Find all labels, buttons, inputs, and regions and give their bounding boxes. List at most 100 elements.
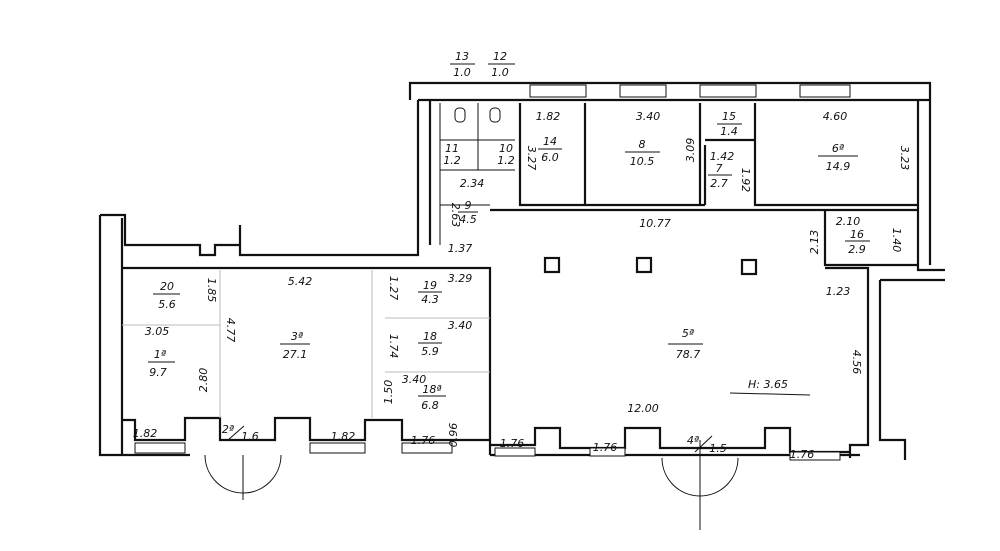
room-number: 12 xyxy=(493,50,507,63)
room-area: 27.1 xyxy=(283,348,308,361)
room-6a: 6ª 14.9 xyxy=(818,142,858,173)
dimension: 3.23 xyxy=(898,146,911,171)
room-18: 185.9 xyxy=(418,330,442,358)
dimension: 1.82 xyxy=(331,430,356,443)
room-number: 2ª xyxy=(222,423,234,436)
dimension: 0.96 xyxy=(447,423,460,448)
room-area: 2.9 xyxy=(848,243,866,256)
dimension: 1.76 xyxy=(411,434,436,447)
room-number: 8 xyxy=(639,138,646,151)
room-8: 810.5 xyxy=(625,138,660,168)
dimension: 3.40 xyxy=(448,319,473,332)
room-number: 1ª xyxy=(154,348,166,361)
dimension: 5.42 xyxy=(288,275,313,288)
dimension: 2.80 xyxy=(197,368,210,393)
room-number: 19 xyxy=(423,279,437,292)
room-number: 18 xyxy=(423,330,437,343)
dimension: 4.56 xyxy=(850,350,863,375)
dimension: 4.60 xyxy=(823,110,848,123)
room-labels: 131.0 121.0 111.2 101.2 146.0 810.5 151.… xyxy=(148,50,870,455)
room-area: 14.9 xyxy=(826,160,851,173)
room-number: 3ª xyxy=(291,330,303,343)
dimension: 2.13 xyxy=(808,230,821,255)
room-area: 1.0 xyxy=(491,66,509,79)
room-7: 72.7 xyxy=(708,162,732,190)
room-area: 4.3 xyxy=(421,293,439,306)
room-area: 78.7 xyxy=(676,348,701,361)
room-area: 2.7 xyxy=(710,177,728,190)
room-14: 146.0 xyxy=(538,135,562,164)
dimension: 2.63 xyxy=(449,203,462,228)
room-number: 14 xyxy=(543,135,557,148)
room-area: 6.8 xyxy=(421,399,439,412)
dimension-labels: 1.82 3.40 4.60 3.09 3.23 3.27 1.42 1.92 … xyxy=(133,110,911,461)
dimension: 2.34 xyxy=(460,177,485,190)
room-number: 10 xyxy=(499,142,513,155)
dimension: 12.00 xyxy=(627,402,659,415)
dimension: 1.50 xyxy=(382,380,395,405)
dimension: 1.74 xyxy=(387,334,400,359)
room-16: 162.9 xyxy=(845,228,870,256)
room-area: 5.6 xyxy=(158,298,176,311)
dimension: 1.85 xyxy=(205,278,218,303)
ceiling-height-label: H: 3.65 xyxy=(729,378,811,396)
height-text: H: 3.65 xyxy=(748,378,788,391)
room-5a: 5ª 78.7 xyxy=(668,327,703,361)
room-13: 131.0 xyxy=(450,50,475,79)
room-number: 18ª xyxy=(422,383,441,396)
dimension: 1.42 xyxy=(710,150,735,163)
room-number: 13 xyxy=(455,50,469,63)
room-1a: 1ª9.7 xyxy=(148,348,175,379)
dimension: 1.23 xyxy=(826,285,851,298)
room-number: 7 xyxy=(716,162,723,175)
dimension: 1.76 xyxy=(790,448,815,461)
room-area: 9.7 xyxy=(149,366,167,379)
dimension: 10.77 xyxy=(639,217,671,230)
dimension: 1.37 xyxy=(448,242,473,255)
room-area: 6.0 xyxy=(541,151,559,164)
room-number: 16 xyxy=(850,228,864,241)
dimension: 3.05 xyxy=(145,325,170,338)
dimension: 1.82 xyxy=(133,427,158,440)
room-number: 4ª xyxy=(687,434,699,447)
dimension: 1.82 xyxy=(536,110,561,123)
room-number: 5ª xyxy=(682,327,694,340)
dimension: 1.40 xyxy=(890,228,903,253)
room-area: 10.5 xyxy=(630,155,655,168)
room-number: 15 xyxy=(722,110,736,123)
room-10: 101.2 xyxy=(497,142,515,167)
room-4a: 4ª 1.5 xyxy=(687,434,727,455)
dimension: 1.76 xyxy=(593,441,618,454)
dimension: 3.27 xyxy=(525,146,538,171)
dimension: 3.09 xyxy=(684,138,697,163)
dimension: 4.77 xyxy=(224,318,237,343)
walls xyxy=(98,81,945,530)
room-11: 111.2 xyxy=(443,142,461,167)
dimension: 1.76 xyxy=(500,437,525,450)
room-area: 1.2 xyxy=(497,154,515,167)
room-area: 1.5 xyxy=(709,442,727,455)
room-20: 205.6 xyxy=(153,280,180,311)
room-2a: 2ª 1.6 xyxy=(222,423,259,443)
room-12: 121.0 xyxy=(488,50,515,79)
room-area: 4.5 xyxy=(459,213,477,226)
room-3a: 3ª 27.1 xyxy=(280,330,310,361)
dimension: 1.27 xyxy=(387,276,400,301)
room-area: 1.0 xyxy=(453,66,471,79)
room-number: 11 xyxy=(445,142,459,155)
room-number: 9 xyxy=(465,199,472,212)
room-number: 6ª xyxy=(832,142,844,155)
dimension: 1.92 xyxy=(739,168,752,193)
room-area: 1.2 xyxy=(443,154,461,167)
dimension: 3.40 xyxy=(636,110,661,123)
room-number: 20 xyxy=(160,280,174,293)
room-area: 1.6 xyxy=(241,430,259,443)
room-area: 1.4 xyxy=(720,125,738,138)
dimension: 2.10 xyxy=(836,215,861,228)
room-19: 194.3 xyxy=(418,279,442,306)
dimension: 3.29 xyxy=(448,272,473,285)
room-15: 151.4 xyxy=(717,110,742,138)
dimension: 3.40 xyxy=(402,373,427,386)
